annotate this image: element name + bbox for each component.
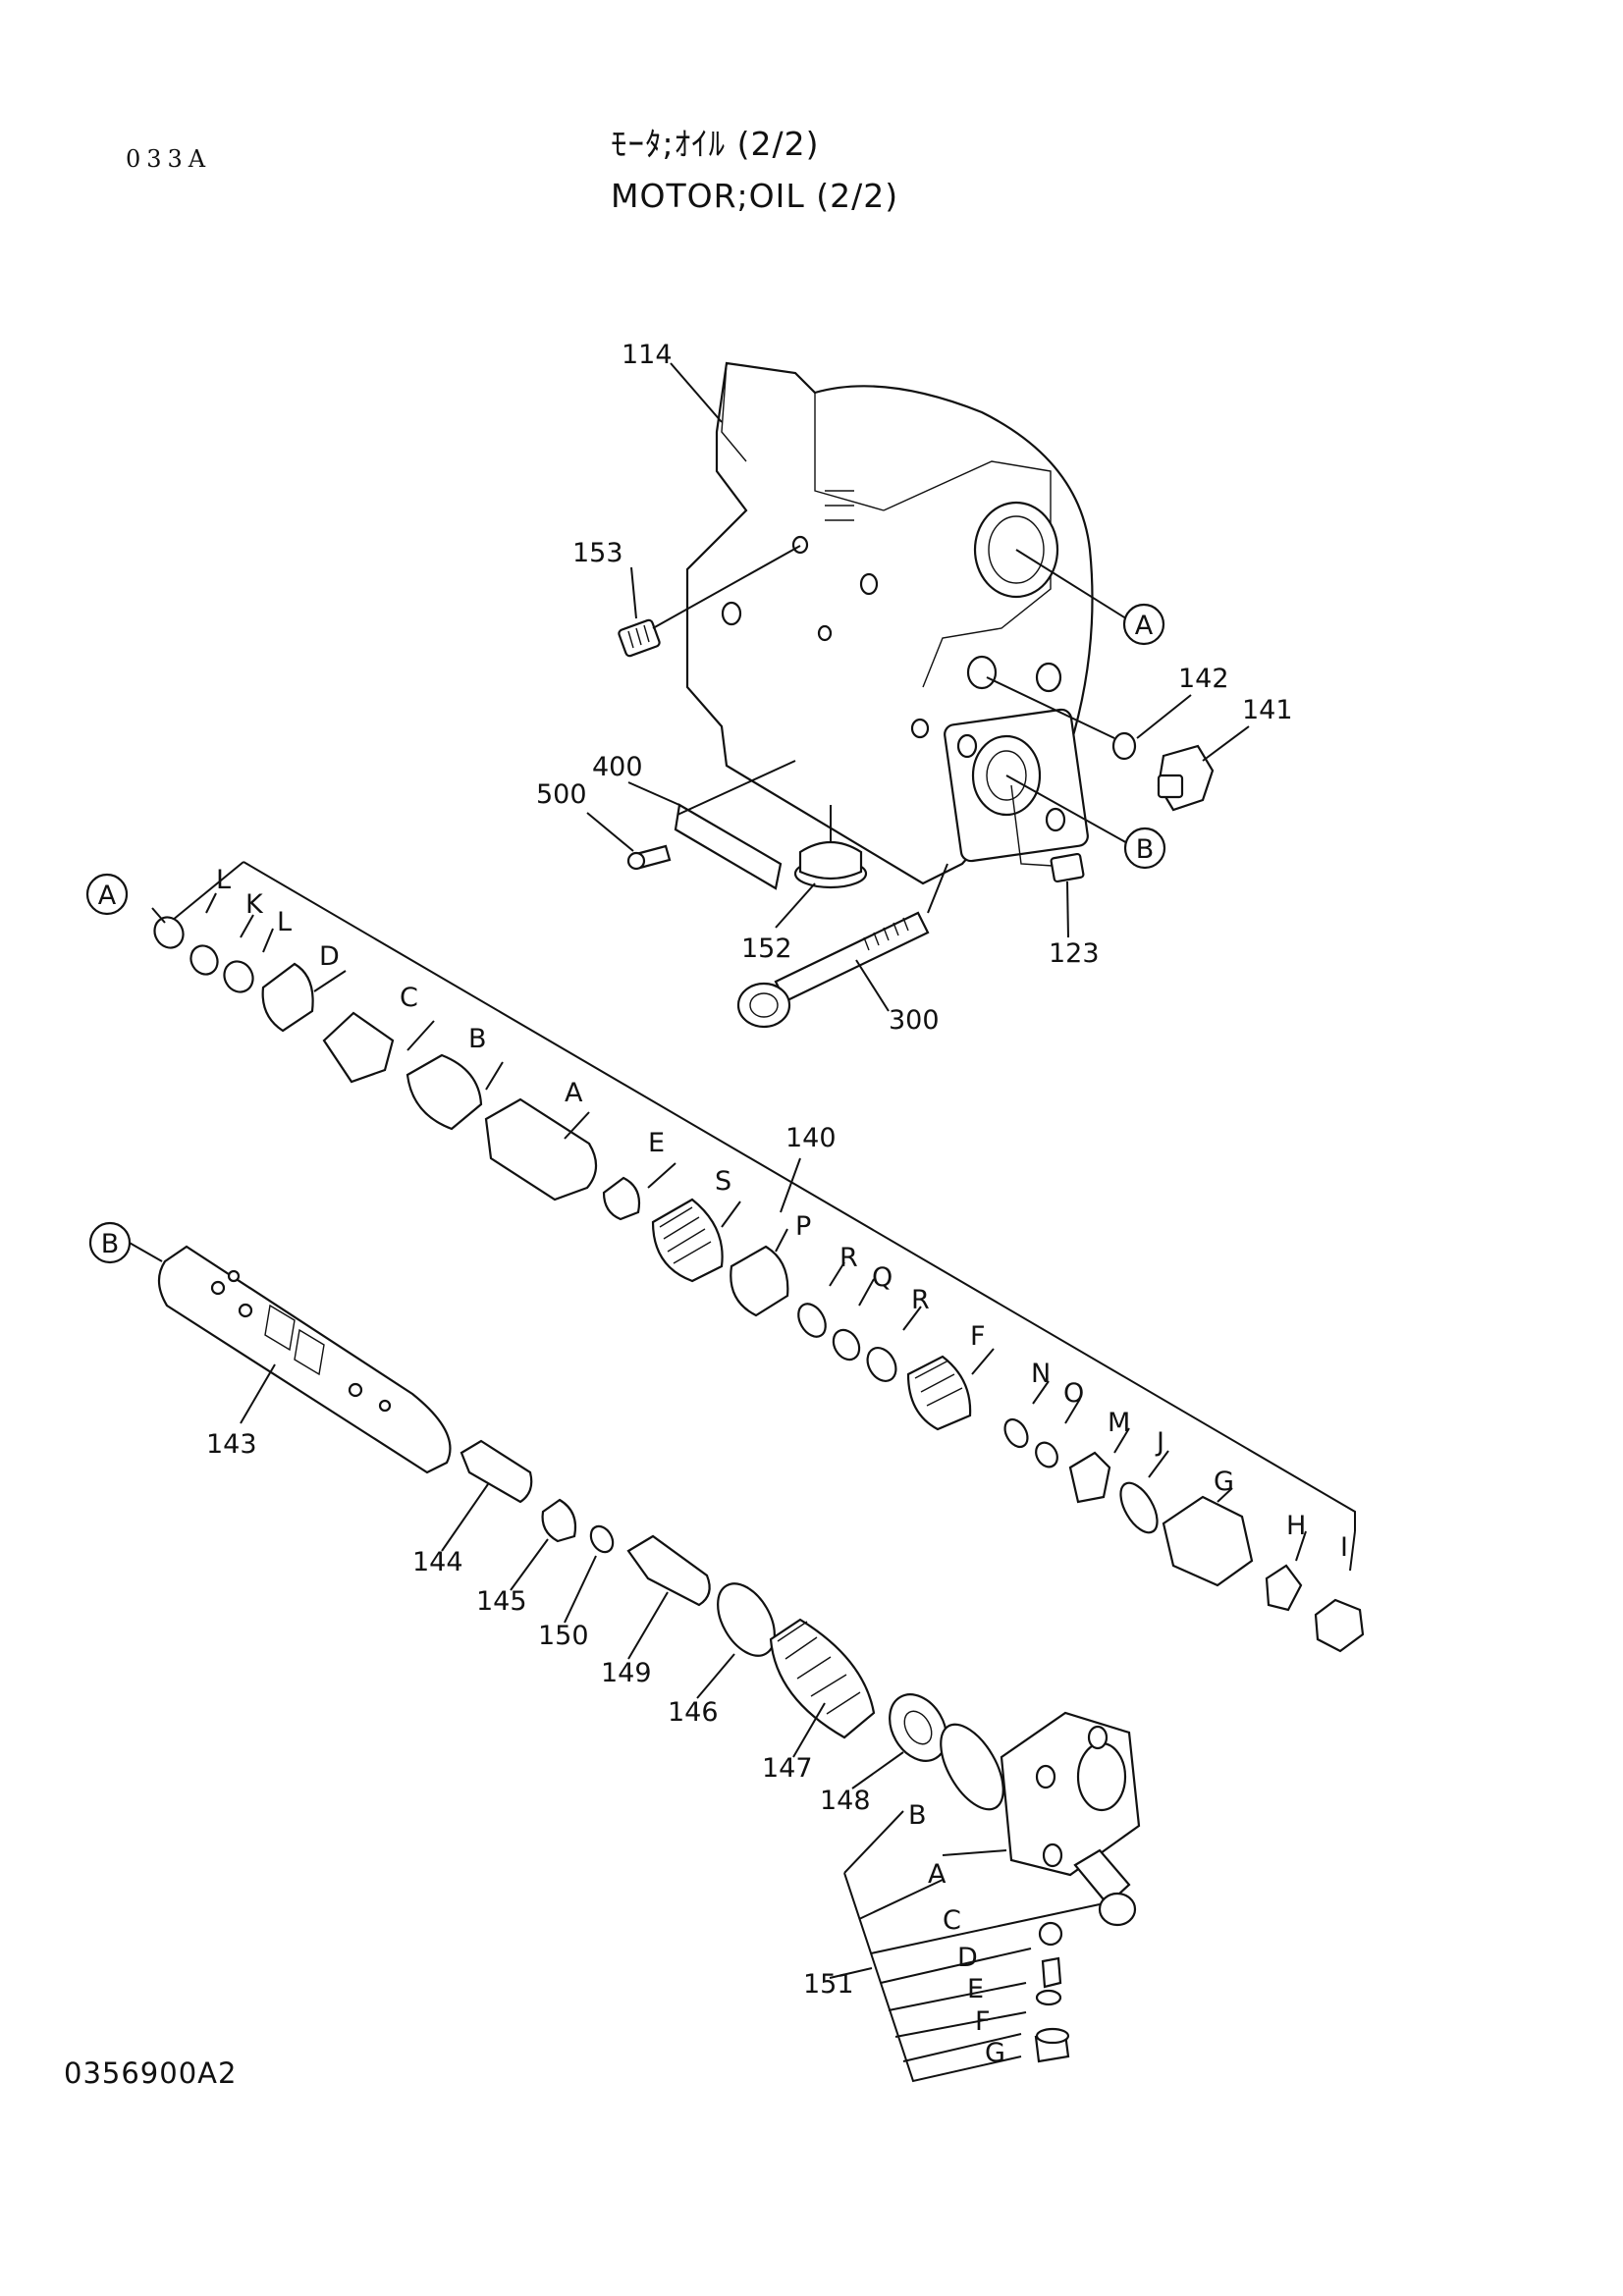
- page-code: 033A: [126, 145, 212, 173]
- sub-140-k: K: [245, 889, 264, 920]
- part-leaders: [240, 566, 1250, 1789]
- sub-140-i: I: [1340, 1532, 1348, 1563]
- sub-140-d: D: [319, 941, 340, 972]
- leader-114: [670, 362, 723, 423]
- sub-140-j: J: [1155, 1427, 1164, 1458]
- label-142: 142: [1178, 664, 1229, 694]
- cover-151: [940, 1711, 1141, 2063]
- sub-140-e: E: [648, 1128, 665, 1158]
- callout-b-spool: [88, 1221, 132, 1264]
- sub-140-f: F: [970, 1321, 986, 1352]
- sub-151-f: F: [975, 2006, 991, 2037]
- cap-152: [793, 805, 868, 889]
- sub-140-b: B: [468, 1024, 487, 1054]
- bolt-300: [736, 863, 948, 1029]
- sub-151-b: B: [908, 1800, 927, 1831]
- relief-valve-140-leader: [166, 861, 1356, 1531]
- sub-140-s: S: [715, 1166, 731, 1197]
- valve-140-components: [153, 916, 1365, 1653]
- title-japanese: ﾓｰﾀ;ｵｲﾙ (2/2): [611, 125, 820, 163]
- label-151: 151: [803, 1969, 854, 2000]
- plug-141: [1157, 744, 1215, 812]
- sub-151-g: G: [985, 2038, 1005, 2068]
- valve-140-sub-leaders: [205, 892, 1356, 1572]
- label-500: 500: [536, 779, 587, 810]
- label-146: 146: [668, 1697, 719, 1728]
- sub-140-m: M: [1108, 1408, 1130, 1438]
- sub-140-h: H: [1286, 1511, 1306, 1541]
- drawing-number: 0356900A2: [64, 2056, 238, 2090]
- title-english: MOTOR;OIL (2/2): [611, 177, 899, 215]
- label-150: 150: [538, 1621, 589, 1651]
- leader-a: [1015, 549, 1130, 621]
- plug-123: [1010, 784, 1085, 883]
- label-148: 148: [820, 1786, 871, 1816]
- sub-140-l1: L: [216, 865, 231, 895]
- sub-140-l2: L: [277, 907, 292, 937]
- callout-b-label: B: [1136, 834, 1155, 865]
- label-300: 300: [889, 1005, 940, 1036]
- leader-b: [1005, 774, 1130, 845]
- label-141: 141: [1242, 695, 1293, 725]
- sub-140-c: C: [400, 983, 418, 1013]
- callout-b-spool-label: B: [101, 1229, 120, 1259]
- callout-a-valve-label: A: [98, 881, 117, 911]
- name-plate-400: [626, 760, 796, 890]
- label-149: 149: [601, 1658, 652, 1688]
- o-ring-142: [1111, 731, 1137, 761]
- sub-140-r1: R: [839, 1243, 858, 1273]
- callout-b-housing: [1123, 827, 1166, 870]
- leader-b-spool: [127, 1241, 163, 1262]
- label-144: 144: [412, 1547, 463, 1577]
- sub-151-c: C: [943, 1905, 961, 1936]
- sub-140-n: N: [1031, 1359, 1051, 1389]
- label-143: 143: [206, 1429, 257, 1460]
- components-144-150: [460, 1439, 947, 1762]
- label-147: 147: [762, 1753, 813, 1784]
- sub-140-o: O: [1063, 1378, 1084, 1409]
- label-153: 153: [572, 538, 623, 568]
- label-145: 145: [476, 1586, 527, 1617]
- label-123: 123: [1049, 938, 1100, 969]
- spool-143: [157, 1245, 452, 1474]
- sub-151-a: A: [928, 1859, 947, 1890]
- motor-housing: [685, 361, 1094, 885]
- sub-140-q: Q: [872, 1262, 893, 1293]
- sub-140-r2: R: [911, 1285, 930, 1315]
- sub-140-g: G: [1214, 1467, 1234, 1497]
- leader-a-valve: [151, 907, 166, 924]
- callout-a-valve: [85, 873, 129, 916]
- label-114: 114: [622, 340, 673, 370]
- leaders-151: [829, 1810, 1101, 2083]
- sub-151-e: E: [967, 1974, 984, 2004]
- sub-140-p: P: [795, 1211, 811, 1242]
- sub-151-d: D: [957, 1943, 978, 1973]
- plug-153: [618, 545, 801, 658]
- label-400: 400: [592, 752, 643, 782]
- sub-140-a: A: [565, 1078, 583, 1108]
- callout-a-label: A: [1135, 611, 1154, 641]
- label-140: 140: [785, 1123, 837, 1153]
- label-152: 152: [741, 934, 792, 964]
- callout-a-housing: [1122, 603, 1165, 646]
